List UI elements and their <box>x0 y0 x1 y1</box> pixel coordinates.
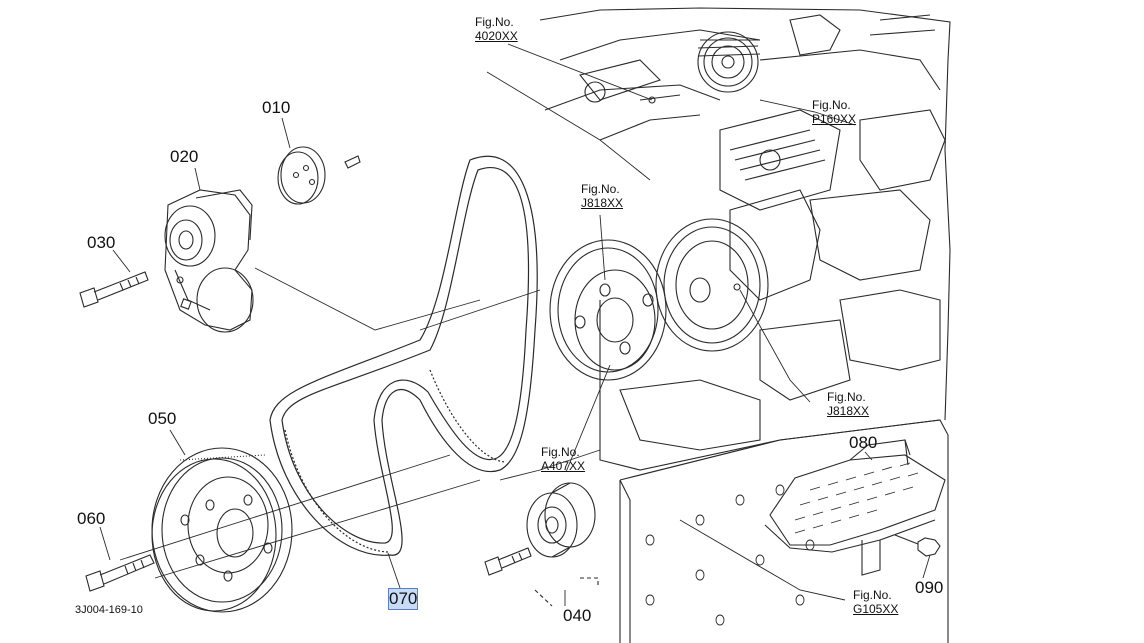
fig-ref-prefix: Fig.No. <box>475 15 514 29</box>
part-label-080[interactable]: 080 <box>849 433 878 452</box>
part-030-bolt <box>79 271 149 308</box>
part-label-060[interactable]: 060 <box>77 509 106 528</box>
part-090-bolt <box>894 534 941 557</box>
part-020-tensioner <box>164 189 254 333</box>
part-label-050[interactable]: 050 <box>148 409 177 428</box>
fig-ref-code: 4020XX <box>475 29 518 43</box>
fig-ref-prefix: Fig.No. <box>541 445 580 459</box>
fig-ref-j818xx-lower[interactable]: Fig.No. J818XX <box>827 390 869 418</box>
part-010-plate <box>277 146 361 205</box>
compressor-pulley-drawing <box>655 218 769 352</box>
fig-ref-j818xx-upper[interactable]: Fig.No. J818XX <box>581 182 623 210</box>
fig-ref-prefix: Fig.No. <box>827 390 866 404</box>
fig-ref-code: J818XX <box>581 196 624 210</box>
leader-lines <box>99 43 931 606</box>
part-label-030[interactable]: 030 <box>87 233 116 252</box>
fig-ref-a407xx[interactable]: Fig.No. A407XX <box>541 445 585 473</box>
fig-ref-code: P160XX <box>812 112 857 126</box>
fig-ref-prefix: Fig.No. <box>853 588 892 602</box>
part-label-070-selected[interactable]: 070 <box>387 588 419 610</box>
fig-ref-prefix: Fig.No. <box>812 98 851 112</box>
engine-block-drawing <box>539 7 951 643</box>
diagram-caption: 3J004-169-10 <box>75 604 143 616</box>
crank-side-pulley-drawing <box>549 239 667 381</box>
part-080-bracket <box>764 439 946 576</box>
fig-ref-4020xx[interactable]: Fig.No. 4020XX <box>475 15 518 43</box>
fig-ref-p160xx[interactable]: Fig.No. P160XX <box>812 98 856 126</box>
part-label-090[interactable]: 090 <box>915 578 944 597</box>
part-070-belt <box>269 155 538 556</box>
part-label-040[interactable]: 040 <box>563 606 592 625</box>
part-060-bolt <box>85 554 155 592</box>
fig-ref-code: G105XX <box>853 602 899 616</box>
fig-ref-code: A407XX <box>541 459 586 473</box>
fig-ref-g105xx[interactable]: Fig.No. G105XX <box>853 588 898 616</box>
part-040-idler <box>484 482 599 607</box>
fig-ref-prefix: Fig.No. <box>581 182 620 196</box>
part-label-010[interactable]: 010 <box>262 98 291 117</box>
part-050-pulley <box>151 447 293 613</box>
fig-ref-code: J818XX <box>827 404 870 418</box>
part-label-020[interactable]: 020 <box>170 147 199 166</box>
